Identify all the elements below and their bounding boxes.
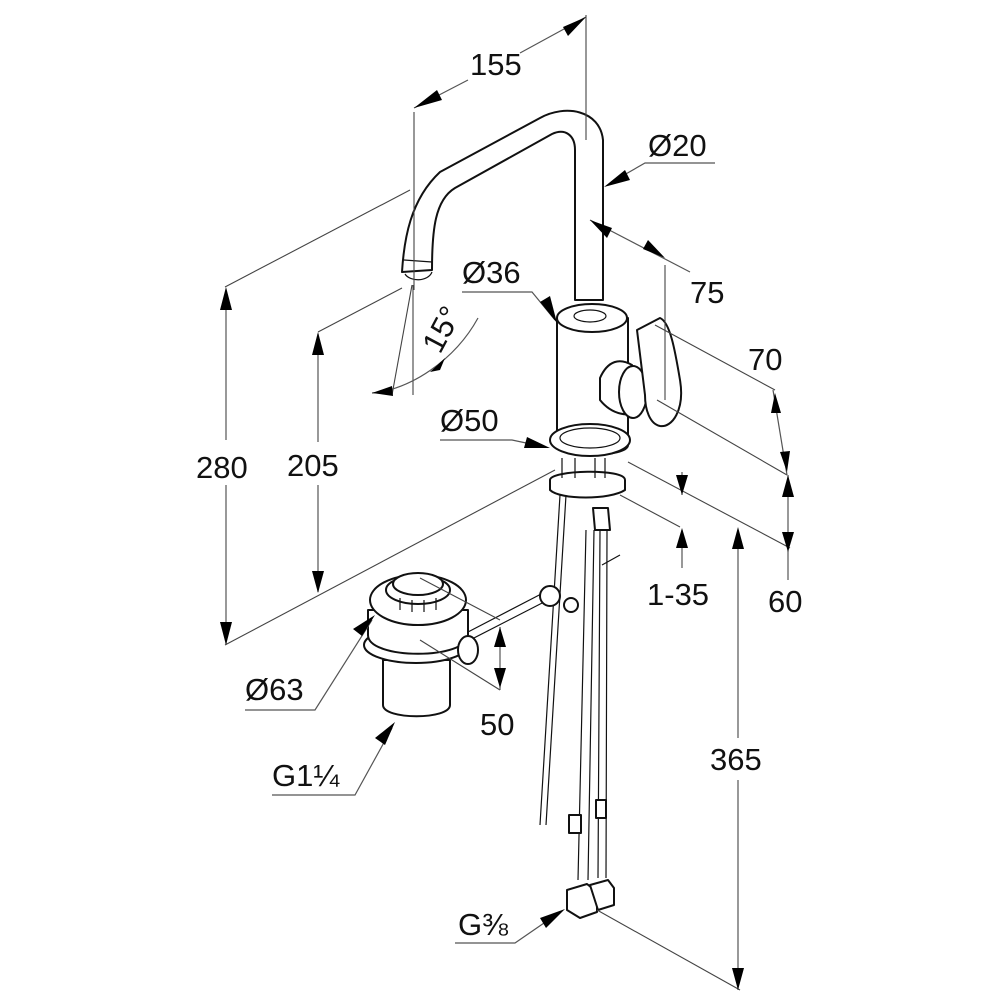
- label-counter-thickness: 1-35: [647, 577, 709, 612]
- base-ring: [549, 423, 631, 457]
- dim-hose-thread: [455, 909, 565, 944]
- dim-counter-thickness: [619, 461, 791, 568]
- label-lever-offset: 75: [690, 275, 724, 310]
- spout: [401, 109, 604, 301]
- dim-spout-angle: [371, 284, 479, 396]
- label-spout-reach: 155: [470, 47, 522, 82]
- label-hose-length: 365: [710, 742, 762, 777]
- label-base-diameter: Ø50: [440, 403, 499, 438]
- pop-up-waste: [363, 572, 579, 718]
- dim-lever-height: [654, 324, 790, 476]
- label-spout-diameter: Ø20: [648, 128, 707, 163]
- lever-handle: [599, 317, 683, 428]
- supply-hoses: [539, 494, 621, 919]
- label-waste-thread: G1¼: [272, 758, 340, 793]
- dim-base-diameter: [440, 437, 550, 448]
- dim-waste-thread: [272, 722, 395, 796]
- label-waste-diameter: Ø63: [245, 672, 304, 707]
- label-outlet-height: 205: [287, 448, 339, 483]
- dim-total-height: [220, 189, 556, 646]
- label-spout-angle: 15°: [415, 300, 468, 358]
- dim-spout-reach: [413, 15, 587, 290]
- label-total-height: 280: [196, 450, 248, 485]
- dim-hose-length: [596, 527, 744, 991]
- label-base-to-mount: 60: [768, 584, 802, 619]
- dim-lever-offset: [589, 219, 691, 400]
- dim-base-to-mount: [782, 475, 794, 580]
- label-waste-height: 50: [480, 707, 514, 742]
- dim-waste-height: [419, 577, 506, 691]
- dim-spout-diameter: [604, 162, 715, 187]
- dim-waste-diameter: [245, 615, 375, 711]
- dim-outlet-height: [312, 287, 403, 593]
- label-hose-thread: G⅜: [458, 907, 508, 942]
- dim-body-diameter: [462, 291, 557, 323]
- mounting-bracket: [549, 458, 626, 531]
- label-lever-height: 70: [748, 342, 782, 377]
- label-body-diameter: Ø36: [462, 255, 521, 290]
